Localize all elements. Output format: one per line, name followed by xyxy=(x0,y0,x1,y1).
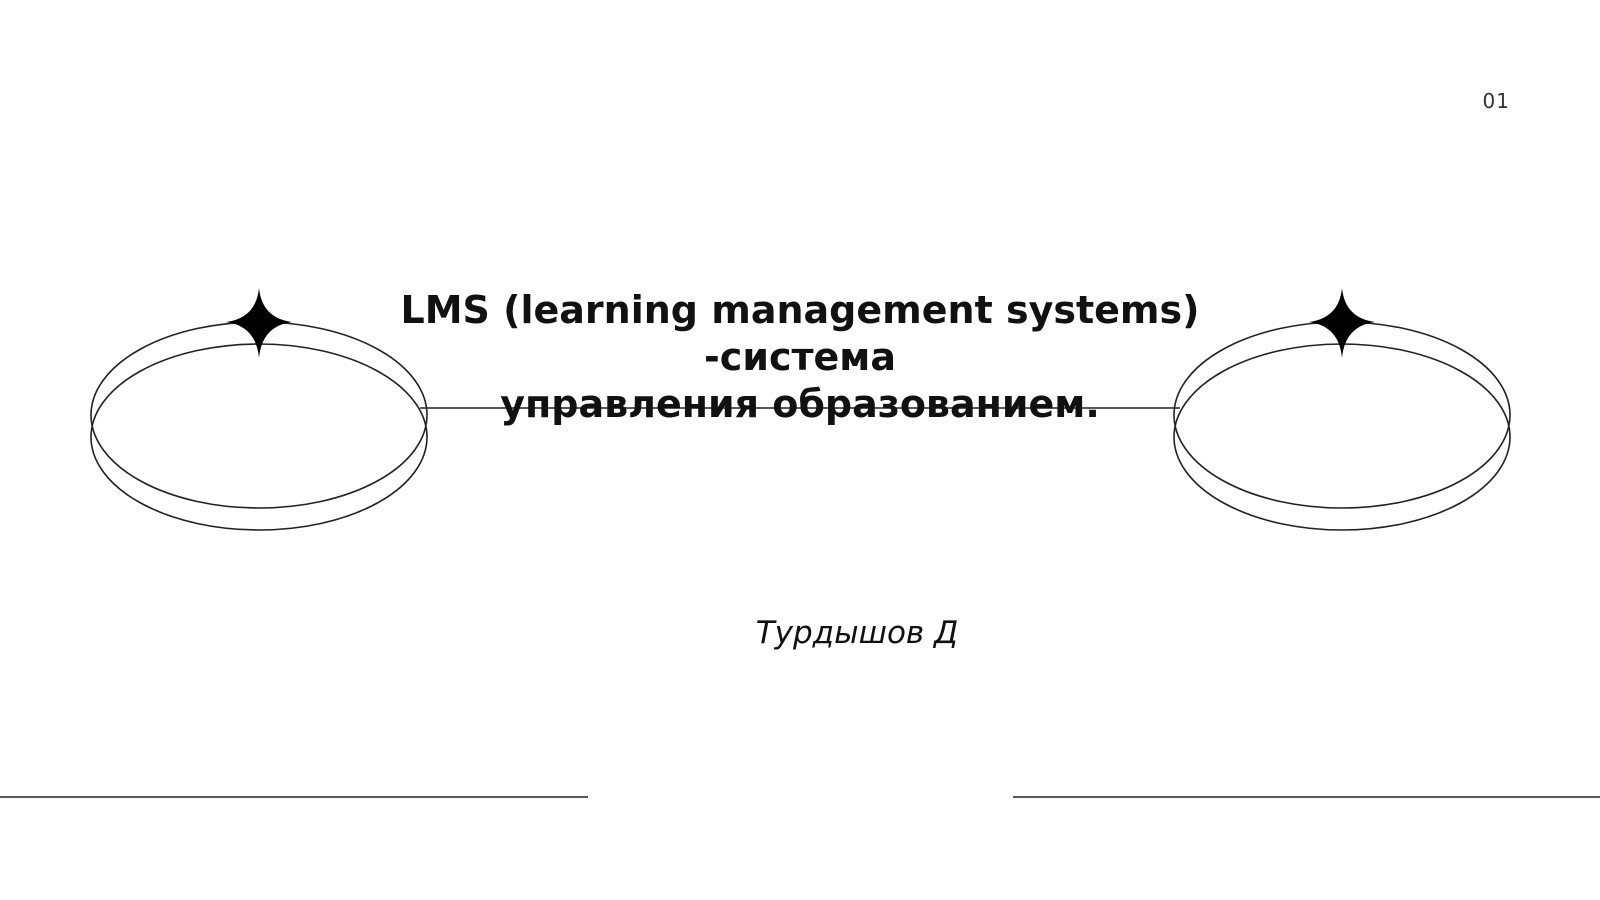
title-line-1: LMS (learning management systems) -систе… xyxy=(400,288,1200,379)
page-number: 01 xyxy=(1482,89,1510,113)
right-star-icon xyxy=(1309,288,1375,358)
author-name: Турдышов Д xyxy=(755,615,959,651)
left-star-icon xyxy=(226,288,292,358)
title-line-2: управления образованием. xyxy=(500,382,1100,426)
slide-title: LMS (learning management systems) -систе… xyxy=(300,287,1300,428)
